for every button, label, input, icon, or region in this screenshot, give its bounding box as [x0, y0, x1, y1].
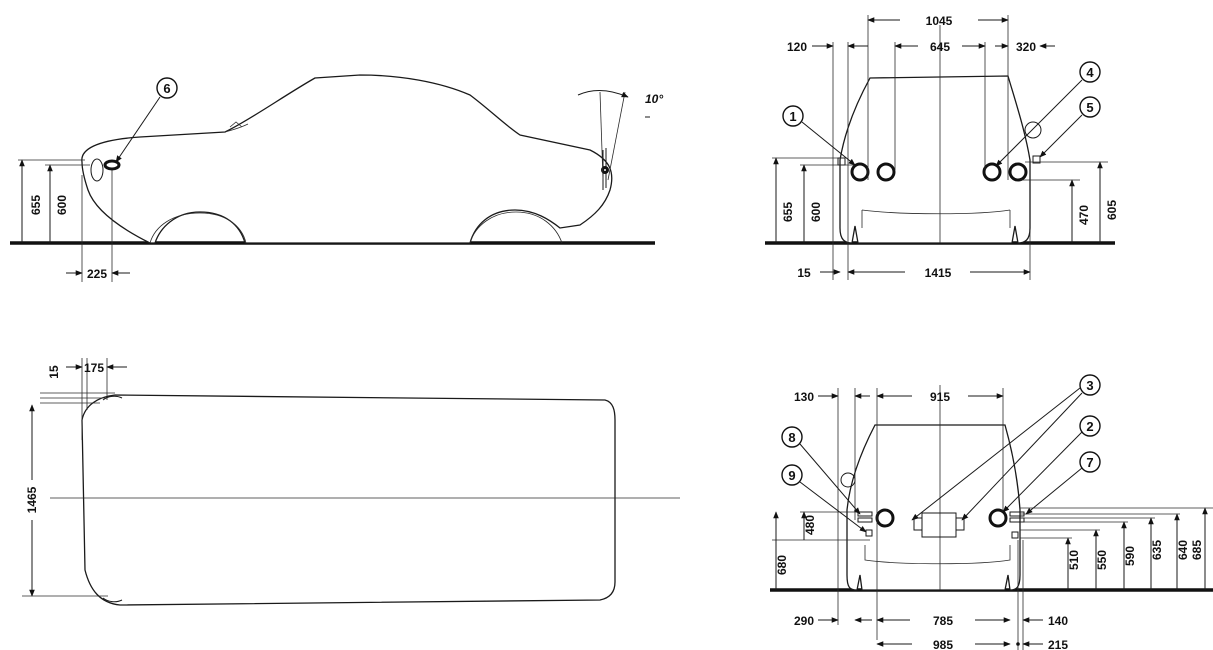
- callout-1-leader: [801, 121, 856, 166]
- front-dim-320-label: 320: [1016, 40, 1036, 54]
- front-headlamp-inner-right: [982, 162, 1002, 182]
- front-wheel-arch: [149, 212, 247, 244]
- front-dim-600-label: 600: [809, 202, 823, 222]
- rear-dim-680-label: 680: [775, 555, 789, 575]
- rear-dim-915-label: 915: [930, 390, 950, 404]
- callout-7-label: 7: [1086, 455, 1093, 470]
- front-headlamp-inner-left: [876, 162, 896, 182]
- rear-wheel-arch: [469, 211, 563, 244]
- front-apron: [861, 210, 1011, 228]
- rear-view-car-outline: [846, 424, 1021, 591]
- rear-dim-685-label: 685: [1190, 540, 1204, 560]
- rear-reflector-left-b: [857, 517, 873, 523]
- rear-dim-550-label: 550: [1095, 550, 1109, 570]
- side-view: 655 600 225 6 10°: [10, 74, 663, 282]
- callout-6: 6: [156, 77, 178, 99]
- callout-3-leader-right: [961, 392, 1083, 521]
- rear-marker-left: [865, 529, 873, 537]
- angle-10-label: 10°: [645, 92, 663, 106]
- callout-2-leader: [1002, 431, 1083, 513]
- callout-5-label: 5: [1086, 100, 1093, 115]
- rear-dim-130-label: 130: [794, 390, 814, 404]
- angle-ref-vertical: [599, 91, 604, 181]
- callout-7: 7: [1079, 451, 1101, 473]
- rear-lamp-right: [988, 508, 1008, 528]
- side-headlamp-cluster: [90, 158, 104, 182]
- callout-9-leader: [799, 481, 867, 533]
- side-dim-655-label: 655: [29, 195, 43, 215]
- hood-line: [224, 123, 249, 133]
- top-view: 15 175 1465: [22, 358, 680, 606]
- rear-dim-985-dot: [1016, 642, 1020, 646]
- side-dim-600-label: 600: [55, 195, 69, 215]
- top-dim-175-label: 175: [84, 361, 104, 375]
- top-dim-1465-label: 1465: [25, 486, 39, 513]
- front-dim-605-label: 605: [1105, 200, 1119, 220]
- callout-1-label: 1: [789, 109, 796, 124]
- rear-reflector-right-b: [1009, 517, 1025, 523]
- rear-dim-985-label: 985: [933, 638, 953, 650]
- callout-9: 9: [781, 464, 803, 486]
- rear-dim-590-label: 590: [1123, 546, 1137, 566]
- callout-4-leader: [995, 79, 1083, 167]
- front-view-car-outline: [839, 75, 1031, 244]
- callout-2-label: 2: [1086, 419, 1093, 434]
- rear-plate-lamp-right: [955, 517, 965, 531]
- top-view-car-outline: [81, 394, 616, 606]
- callout-8-leader: [799, 443, 861, 515]
- callout-3: 3: [1079, 374, 1101, 396]
- rear-dim-640-label: 640: [1176, 540, 1190, 560]
- callout-6-label: 6: [163, 81, 170, 96]
- front-dim-15-label: 15: [797, 266, 811, 280]
- front-dim-655-label: 655: [781, 202, 795, 222]
- callout-7-leader: [1025, 467, 1083, 515]
- side-dim-225-label: 225: [87, 267, 107, 281]
- angle-arc: [577, 90, 629, 98]
- rear-dim-785-label: 785: [933, 614, 953, 628]
- rear-dim-290-label: 290: [794, 614, 814, 628]
- hood-scoop: [229, 121, 243, 128]
- front-dim-470-label: 470: [1077, 205, 1091, 225]
- callout-6-leader: [115, 96, 161, 163]
- rear-dim-635-label: 635: [1150, 540, 1164, 560]
- rear-bumper-line: [864, 545, 1011, 565]
- angle-ref-tilted: [607, 91, 626, 181]
- front-mirror-right: [1024, 121, 1042, 139]
- top-headlamp-left: [102, 395, 123, 401]
- callout-4: 4: [1079, 61, 1101, 83]
- front-bumper-line: [861, 209, 1011, 215]
- side-view-car-outline: [81, 74, 613, 244]
- callout-8: 8: [781, 426, 803, 448]
- side-rear-reflector: [601, 166, 609, 174]
- rear-lamp-left: [875, 508, 895, 528]
- top-dim-15-label: 15: [47, 365, 61, 379]
- callout-2: 2: [1079, 415, 1101, 437]
- front-dim-120-label: 120: [787, 40, 807, 54]
- rear-dim-215-label: 215: [1048, 638, 1068, 650]
- callout-8-label: 8: [788, 430, 795, 445]
- callout-1: 1: [782, 105, 804, 127]
- front-dim-645-label: 645: [930, 40, 950, 54]
- side-front-lamp-6: [103, 159, 121, 171]
- callout-3-leader-left: [911, 387, 1081, 521]
- top-headlamp-right: [102, 597, 123, 603]
- front-dim-1415-label: 1415: [925, 266, 952, 280]
- front-headlamp-outer-left: [850, 162, 870, 182]
- callout-4-label: 4: [1086, 65, 1094, 80]
- rear-dim-480-label: 480: [803, 515, 817, 535]
- rear-dim-510-label: 510: [1067, 550, 1081, 570]
- rear-view: 130 915 680 480 510 550 590 635 640 685: [770, 374, 1213, 650]
- callout-5: 5: [1079, 96, 1101, 118]
- front-view: 1045 120 645 320 655 600 470 605 15 1415: [765, 14, 1119, 280]
- callout-5-leader: [1039, 114, 1083, 158]
- front-headlamp-outer-right: [1008, 162, 1028, 182]
- callout-3-label: 3: [1086, 378, 1093, 393]
- front-side-lamp-right: [1032, 155, 1041, 164]
- rear-marker-right: [1011, 531, 1019, 539]
- front-dim-1045-label: 1045: [926, 14, 953, 28]
- callout-9-label: 9: [788, 468, 795, 483]
- rear-dim-140-label: 140: [1048, 614, 1068, 628]
